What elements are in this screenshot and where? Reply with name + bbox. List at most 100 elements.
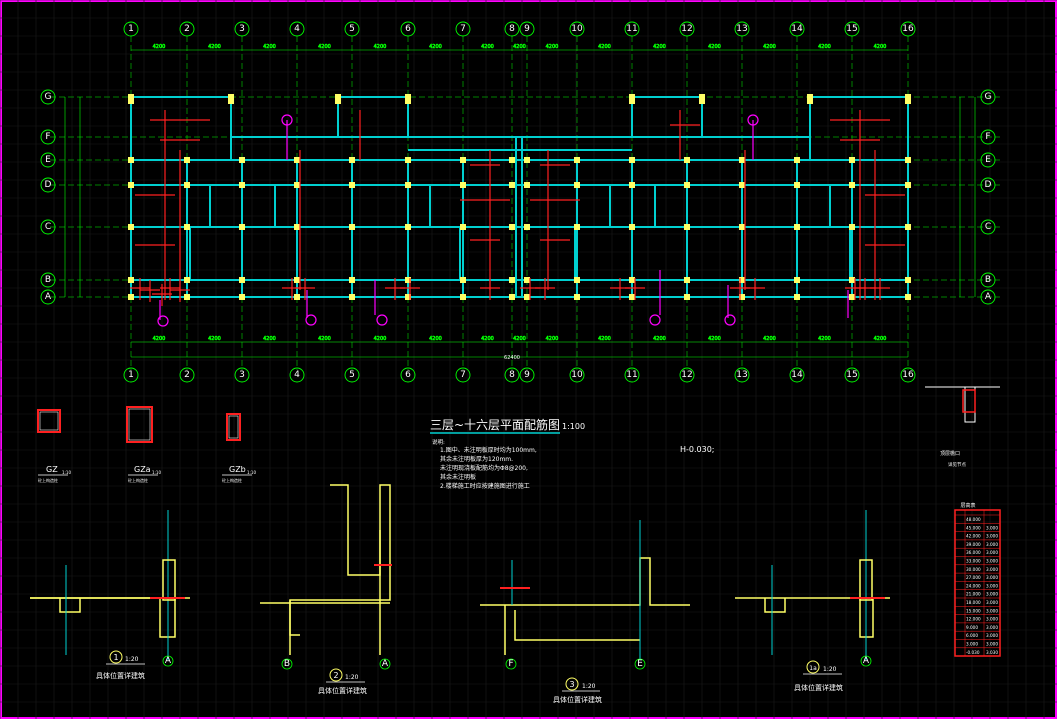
bottom-axis-5: 5 xyxy=(349,370,355,380)
level-elevation: 15.000 xyxy=(966,608,981,613)
right-axis-C: C xyxy=(985,222,991,232)
bottom-axis-14: 14 xyxy=(791,370,803,380)
level-height: 3.000 xyxy=(986,617,998,622)
left-axis-D: D xyxy=(45,180,52,190)
drawing-scale: 1:100 xyxy=(562,422,585,431)
level-elevation: -0.030 xyxy=(966,650,980,655)
bottom-dim: 4200 xyxy=(598,336,611,342)
section-gzb-name: GZb xyxy=(229,465,246,474)
bottom-axis-11: 11 xyxy=(626,370,637,380)
total-dimension: 62400 xyxy=(504,355,520,361)
dimension-lines: 4200 4200 4200 4200 4200 4200 4200 4200 4200 4200… xyxy=(64,44,976,358)
right-axis-B: B xyxy=(985,275,991,285)
level-height: 3.000 xyxy=(986,642,998,647)
top-dim: 4200 xyxy=(481,44,494,50)
top-axis-15: 15 xyxy=(846,24,857,34)
top-axis-16: 16 xyxy=(902,24,914,34)
section-gza-name: GZa xyxy=(134,465,151,474)
section-gz-name: GZ xyxy=(46,465,58,474)
bottom-dim: 4200 xyxy=(153,336,166,342)
top-dim: 4200 xyxy=(546,44,559,50)
right-axis-E: E xyxy=(985,155,991,165)
notes-header: 说明: xyxy=(432,438,445,446)
level-elevation: 45.000 xyxy=(966,525,981,530)
bottom-axis-6: 6 xyxy=(405,370,411,380)
bottom-axis-13: 13 xyxy=(736,370,747,380)
level-elevation: 30.000 xyxy=(966,567,981,572)
top-axis-14: 14 xyxy=(791,24,803,34)
top-axis-13: 13 xyxy=(736,24,747,34)
note-line-1: 1.图中、未注明板厚时均为100mm, xyxy=(440,446,537,454)
top-dim: 4200 xyxy=(263,44,276,50)
bottom-dim: 4200 xyxy=(874,336,887,342)
level-height: 3.000 xyxy=(986,525,998,530)
top-axis-4: 4 xyxy=(294,24,300,34)
top-axis-7: 7 xyxy=(460,24,466,34)
level-elevation: 18.000 xyxy=(966,600,981,605)
bottom-dim: 4200 xyxy=(708,336,721,342)
detail-1a-num: 1a xyxy=(809,665,817,672)
bottom-axis-2: 2 xyxy=(184,370,190,380)
detail-3-caption: 具体位置详建筑 xyxy=(553,695,602,704)
detail-3-axis-e: E xyxy=(637,659,643,669)
top-dim: 4200 xyxy=(318,44,331,50)
level-elevation: 21.000 xyxy=(966,592,981,597)
top-axis-2: 2 xyxy=(184,24,190,34)
bottom-axis-4: 4 xyxy=(294,370,300,380)
detail-1a-axis: A xyxy=(863,656,870,666)
level-elevation: 12.000 xyxy=(966,617,981,622)
detail-2-axis-a: A xyxy=(382,659,389,669)
top-axis-5: 5 xyxy=(349,24,355,34)
level-height: 3.000 xyxy=(986,534,998,539)
top-axis-3: 3 xyxy=(239,24,245,34)
column-sections xyxy=(37,406,252,476)
section-gzb-sub: 砼上构造柱 xyxy=(222,477,242,483)
level-elevation: 6.000 xyxy=(966,633,978,638)
level-height: 3.000 xyxy=(986,583,998,588)
level-table-header: 层高表 xyxy=(960,502,975,509)
bottom-axis-12: 12 xyxy=(681,370,692,380)
detail-2-caption: 具体位置详建筑 xyxy=(318,686,367,695)
detail-2-axis-b: B xyxy=(284,659,290,669)
top-dim: 4200 xyxy=(874,44,887,50)
level-height: 3.000 xyxy=(986,542,998,547)
detail-3-num: 3 xyxy=(569,680,574,689)
left-axis-G: G xyxy=(45,92,52,102)
bottom-dim: 4200 xyxy=(318,336,331,342)
section-gza-sub: 砼上构造柱 xyxy=(128,477,148,483)
top-axis-6: 6 xyxy=(405,24,411,34)
level-elevation: 42.000 xyxy=(966,534,981,539)
title-block: 三层~十六层平面配筋图 1:100 说明: 1.图中、未注明板厚时均为100mm… xyxy=(430,355,715,490)
section-gzb-scale: 1:10 xyxy=(247,470,256,475)
bottom-axis-15: 15 xyxy=(846,370,857,380)
bottom-dim: 4200 xyxy=(429,336,442,342)
drawing-title: 三层~十六层平面配筋图 xyxy=(430,417,560,432)
left-axis-F: F xyxy=(45,132,50,142)
top-axis-11: 11 xyxy=(626,24,637,34)
bottom-axis-3: 3 xyxy=(239,370,245,380)
top-dim: 4200 xyxy=(374,44,387,50)
level-elevation: 36.000 xyxy=(966,550,981,555)
detail-2-scale: 1:20 xyxy=(345,674,359,681)
level-elevation: 3.000 xyxy=(966,642,978,647)
detail-sections xyxy=(30,386,1000,660)
bottom-dim: 4200 xyxy=(818,336,831,342)
detail-3-scale: 1:20 xyxy=(582,683,596,690)
note-line-4: 其余未注明板 xyxy=(440,473,476,481)
level-elevation: 27.000 xyxy=(966,575,981,580)
note-line-5: 2.楼梯施工时应按建施图进行施工 xyxy=(440,482,530,490)
detail-labels: 1 1:20 具体位置详建筑 2 1:20 具体位置详建筑 3 1:20 具体位… xyxy=(96,450,976,704)
detail-1-num: 1 xyxy=(113,653,118,662)
level-elevation: 9.000 xyxy=(966,625,978,630)
right-axis-A: A xyxy=(985,292,992,302)
bottom-axis-7: 7 xyxy=(460,370,466,380)
left-axis-E: E xyxy=(45,155,51,165)
level-height: 3.000 xyxy=(986,567,998,572)
left-axis-C: C xyxy=(45,222,51,232)
note-line-3: 未注明现浇板配筋均为Φ8@200, xyxy=(440,464,528,472)
top-dim: 4200 xyxy=(763,44,776,50)
